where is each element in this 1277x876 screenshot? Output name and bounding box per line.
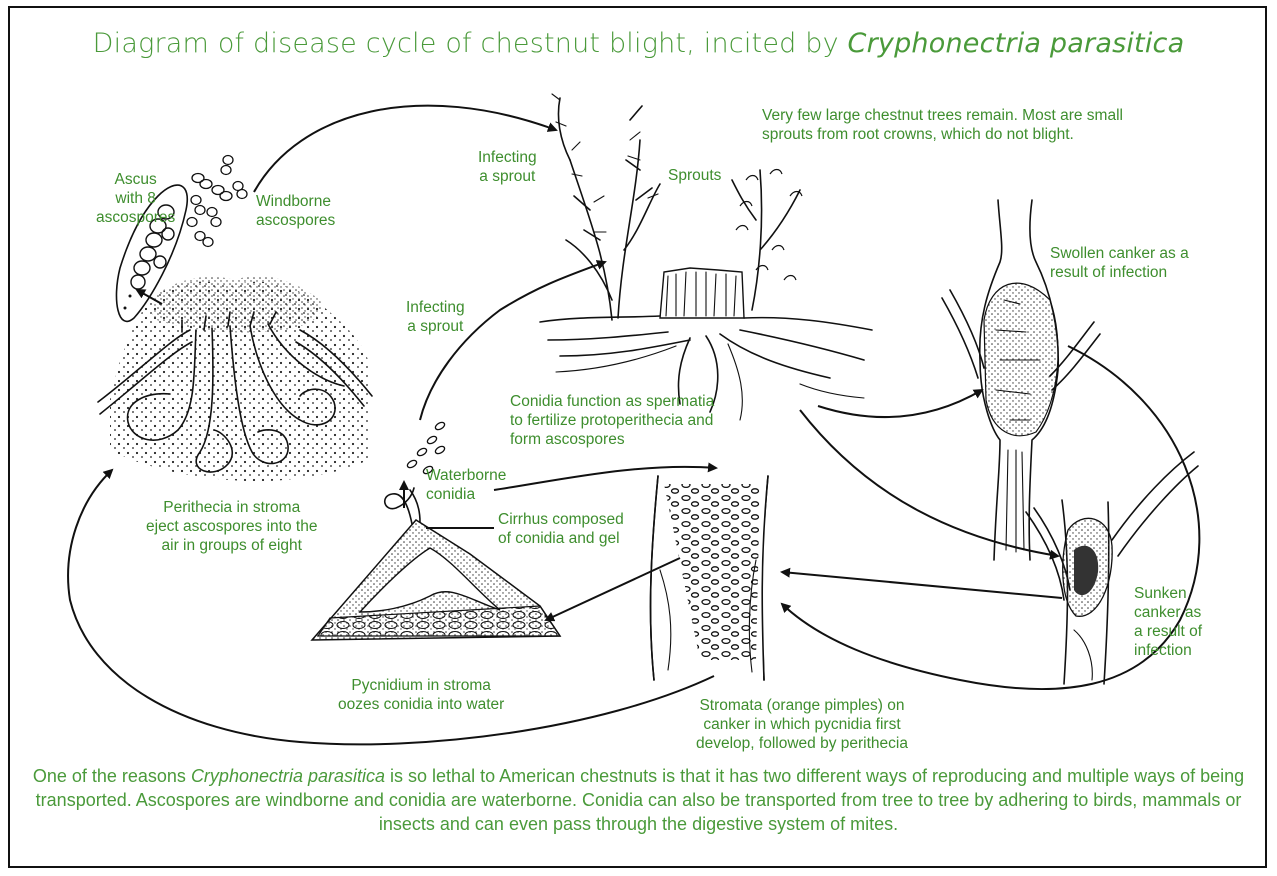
label-pycnidium: Pycnidium in stroma oozes conidia into w… <box>338 676 504 714</box>
label-ascus: Ascus with 8 ascospores <box>96 170 175 227</box>
label-windborne-ascospores: Windborne ascospores <box>256 192 335 230</box>
label-sprouts: Sprouts <box>668 166 721 185</box>
perithecia-drawing <box>98 276 372 481</box>
label-infecting-sprout-mid: Infecting a sprout <box>406 298 465 336</box>
label-few-trees: Very few large chestnut trees remain. Mo… <box>762 106 1123 144</box>
caption-text: One of the reasons Cryphonectria parasit… <box>30 764 1247 836</box>
label-infecting-sprout-top: Infecting a sprout <box>478 148 537 186</box>
label-swollen-canker: Swollen canker as a result of infection <box>1050 244 1189 282</box>
windborne-ascospores-drawing <box>187 156 247 247</box>
label-sunken-canker: Sunken canker as a result of infection <box>1134 584 1202 660</box>
label-stromata: Stromata (orange pimples) on canker in w… <box>696 696 908 753</box>
stromata-bark-drawing <box>651 476 768 680</box>
label-perithecia: Perithecia in stroma eject ascospores in… <box>146 498 317 555</box>
label-waterborne-conidia: Waterborne conidia <box>426 466 506 504</box>
label-cirrhus: Cirrhus composed of conidia and gel <box>498 510 624 548</box>
label-conidia-function: Conidia function as spermatia to fertili… <box>510 392 714 449</box>
caption-species: Cryphonectria parasitica <box>191 766 385 786</box>
